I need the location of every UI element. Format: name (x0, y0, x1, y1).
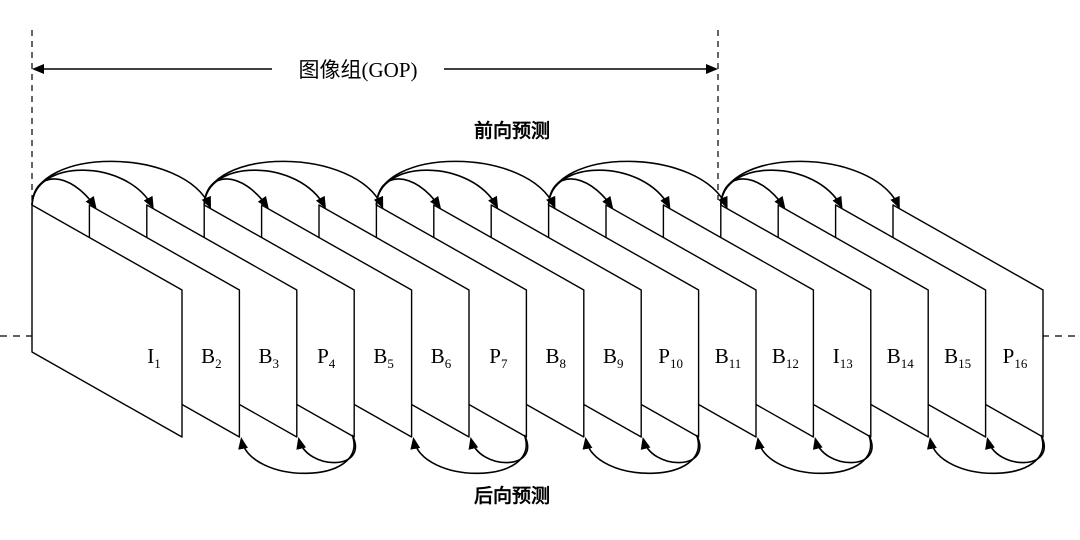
frame-label-b2: B2 (201, 344, 222, 371)
frame-number: 2 (215, 356, 222, 371)
frame-number: 11 (729, 356, 742, 371)
frame-type: I (833, 344, 840, 368)
forward-arc-i1-to-p4 (31, 160, 211, 209)
gop-span: 图像组(GOP) (31, 30, 719, 205)
frame-type: B (546, 344, 560, 368)
frame-type: B (201, 344, 215, 368)
frame-number: 1 (154, 356, 161, 371)
frame-number: 13 (840, 356, 853, 371)
frame-label-b8: B8 (546, 344, 567, 371)
frame-label-b14: B14 (887, 344, 915, 371)
backward-arc-p10-to-b8 (582, 434, 700, 475)
frame-number: 12 (786, 356, 799, 371)
backward-arc-p16-to-b15 (985, 434, 1045, 464)
forward-arc-p4-to-p7 (203, 160, 384, 209)
frame-label-b6: B6 (431, 344, 452, 371)
frame-number: 8 (560, 356, 567, 371)
frame-number: 4 (329, 356, 336, 371)
frame-label-b11: B11 (715, 344, 742, 371)
backward-arc-p16-to-b14 (926, 434, 1044, 475)
frame-type: B (259, 344, 273, 368)
frame-number: 15 (958, 356, 971, 371)
frame-label-b12: B12 (772, 344, 799, 371)
frame-label-p16: P16 (1003, 344, 1028, 371)
frame-type: B (772, 344, 786, 368)
prediction-arcs-layer (31, 160, 1045, 475)
frame-number: 5 (387, 356, 394, 371)
frame-type: B (887, 344, 901, 368)
forward-arc-p10-to-i13 (547, 160, 728, 209)
backward-arc-p7-to-b6 (468, 434, 529, 464)
frame-type: P (658, 344, 670, 368)
frame-label-i1: I1 (147, 344, 161, 371)
frame-label-b5: B5 (373, 344, 394, 371)
backward-arc-i13-to-b11 (754, 434, 872, 475)
forward-arc-i13-to-p16 (720, 160, 900, 209)
frame-type: P (1003, 344, 1015, 368)
frame-type: P (317, 344, 329, 368)
frame-number: 14 (901, 356, 915, 371)
frame-number: 9 (617, 356, 624, 371)
frame-type: P (489, 344, 501, 368)
frame-label-i13: I13 (833, 344, 853, 371)
frame-type: B (431, 344, 445, 368)
frame-number: 10 (670, 356, 683, 371)
frame-number: 7 (501, 356, 508, 371)
frame-type: B (603, 344, 617, 368)
frame-type: I (147, 344, 154, 368)
frame-label-b15: B15 (944, 344, 971, 371)
frame-panel-i1 (31, 204, 183, 438)
backward-arc-p10-to-b9 (640, 434, 701, 464)
frame-label-p4: P4 (317, 344, 336, 371)
frame-label-b3: B3 (259, 344, 280, 371)
backward-arc-i13-to-b12 (812, 434, 873, 464)
frame-label-p10: P10 (658, 344, 683, 371)
frame-number: 6 (445, 356, 452, 371)
backward-arc-p7-to-b5 (410, 434, 528, 475)
gop-label: 图像组(GOP) (299, 58, 418, 82)
frames-layer (31, 204, 1044, 438)
backward-arc-p4-to-b3 (296, 434, 356, 464)
frame-number: 16 (1014, 356, 1028, 371)
frame-number: 3 (273, 356, 280, 371)
forward-prediction-label: 前向预测 (474, 119, 550, 142)
frame-label-b9: B9 (603, 344, 624, 371)
backward-arc-p4-to-b2 (238, 434, 355, 475)
frame-type: B (944, 344, 958, 368)
backward-prediction-label: 后向预测 (474, 484, 550, 507)
frame-type: B (373, 344, 387, 368)
frame-type: B (715, 344, 729, 368)
forward-arc-p7-to-p10 (375, 160, 556, 209)
frame-label-p7: P7 (489, 344, 508, 371)
